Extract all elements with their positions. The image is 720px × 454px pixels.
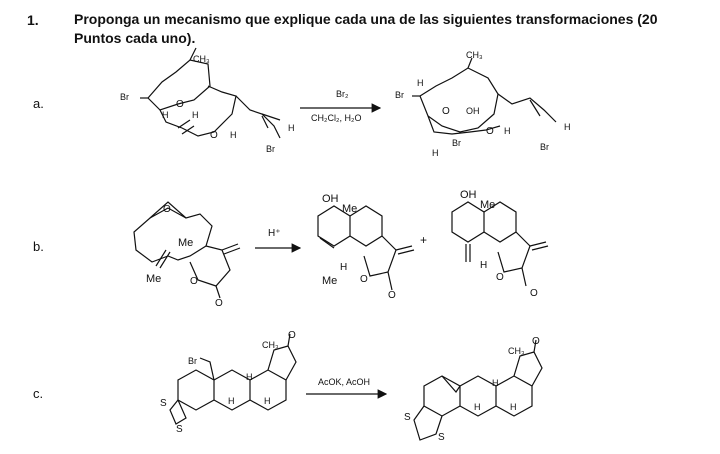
a-p-br: Br (395, 90, 404, 100)
a-p-oh: OH (466, 106, 480, 116)
c-sm-h3: H (264, 396, 271, 406)
question-number: 1. (27, 12, 39, 28)
b-sm-o-epox: O (163, 204, 171, 215)
a-reagent-top: Br₂ (336, 89, 349, 99)
a-p-o-bridge: O (442, 106, 450, 117)
part-b-product-1: OH Me H Me O O (317, 193, 415, 301)
c-p-h1: H (474, 402, 481, 412)
a-p-h-top: H (417, 78, 424, 88)
part-b-arrow: H⁺ (255, 228, 302, 253)
a-sm-h4: H (288, 123, 295, 133)
b-p1-me-top: Me (342, 203, 357, 215)
c-reagent-top: AcOK, AcOH (318, 377, 370, 387)
a-sm-br: Br (120, 92, 129, 102)
b-p1-o-carbonyl: O (388, 290, 396, 301)
c-sm-h2: H (246, 372, 253, 382)
b-sm-me2: Me (146, 273, 161, 285)
b-p1-h: H (340, 262, 347, 273)
part-c-arrow: AcOK, AcOH (306, 377, 388, 399)
a-sm-o-ring: O (210, 130, 218, 141)
b-reagent-top: H⁺ (268, 228, 281, 239)
b-p2-oh: OH (460, 189, 477, 201)
b-sm-o-carbonyl: O (215, 298, 223, 309)
part-c-product: CH₃ O S S H H H (404, 336, 543, 443)
c-sm-ch3: CH₃ (262, 340, 279, 350)
a-sm-h2: H (192, 110, 199, 120)
b-p1-me-bottom: Me (322, 275, 337, 287)
c-sm-br: Br (188, 356, 197, 366)
part-a-product: CH₃ Br H O OH O H Br H H Br (395, 50, 571, 158)
b-sm-me1: Me (178, 237, 193, 249)
b-p2-h: H (480, 260, 487, 271)
c-p-s2: S (438, 432, 445, 443)
part-b-label: b. (33, 239, 44, 254)
part-c-label: c. (33, 386, 44, 401)
b-p2-o-lactone: O (496, 272, 504, 283)
c-p-h2: H (492, 378, 499, 388)
a-sm-o-bridge: O (176, 99, 184, 110)
c-p-o: O (532, 336, 540, 347)
b-plus: + (420, 233, 427, 247)
c-sm-s2: S (176, 424, 183, 435)
a-p-o-ring: O (486, 126, 494, 137)
c-sm-o: O (288, 330, 296, 341)
c-p-s1: S (404, 412, 411, 423)
a-reagent-bottom: CH₂Cl₂, H₂O (311, 113, 361, 123)
part-b-starting-material: O Me Me O O (133, 201, 241, 309)
part-a-label: a. (33, 96, 44, 111)
c-sm-h1: H (228, 396, 235, 406)
c-sm-s1: S (160, 398, 167, 409)
question-text: Proponga un mecanismo que explique cada … (74, 11, 658, 46)
part-b-product-2: OH Me H O O (451, 189, 549, 299)
a-p-br-mid: Br (452, 138, 461, 148)
part-c-starting-material: Br CH₃ O S S H H H (160, 330, 297, 435)
b-p2-me-top: Me (480, 199, 495, 211)
b-p2-o-carbonyl: O (530, 288, 538, 299)
b-p1-oh: OH (322, 193, 339, 205)
b-sm-o-lactone: O (190, 276, 198, 287)
a-sm-h1: H (162, 110, 169, 120)
a-p-h-allene: H (564, 122, 571, 132)
a-p-h-bottom: H (432, 148, 439, 158)
a-sm-br2: Br (266, 144, 275, 154)
b-p1-o-lactone: O (360, 274, 368, 285)
a-p-h-ring: H (504, 126, 511, 136)
a-sm-h3: H (230, 130, 237, 140)
a-p-ch3: CH₃ (466, 50, 483, 60)
a-p-br-allene: Br (540, 142, 549, 152)
part-a-arrow: Br₂ CH₂Cl₂, H₂O (300, 89, 382, 123)
c-p-ch3: CH₃ (508, 346, 525, 356)
a-sm-ch3: CH₃ (193, 54, 210, 64)
c-p-h3: H (510, 402, 517, 412)
part-a-starting-material: CH₃ Br O H H O H H Br (120, 47, 295, 154)
